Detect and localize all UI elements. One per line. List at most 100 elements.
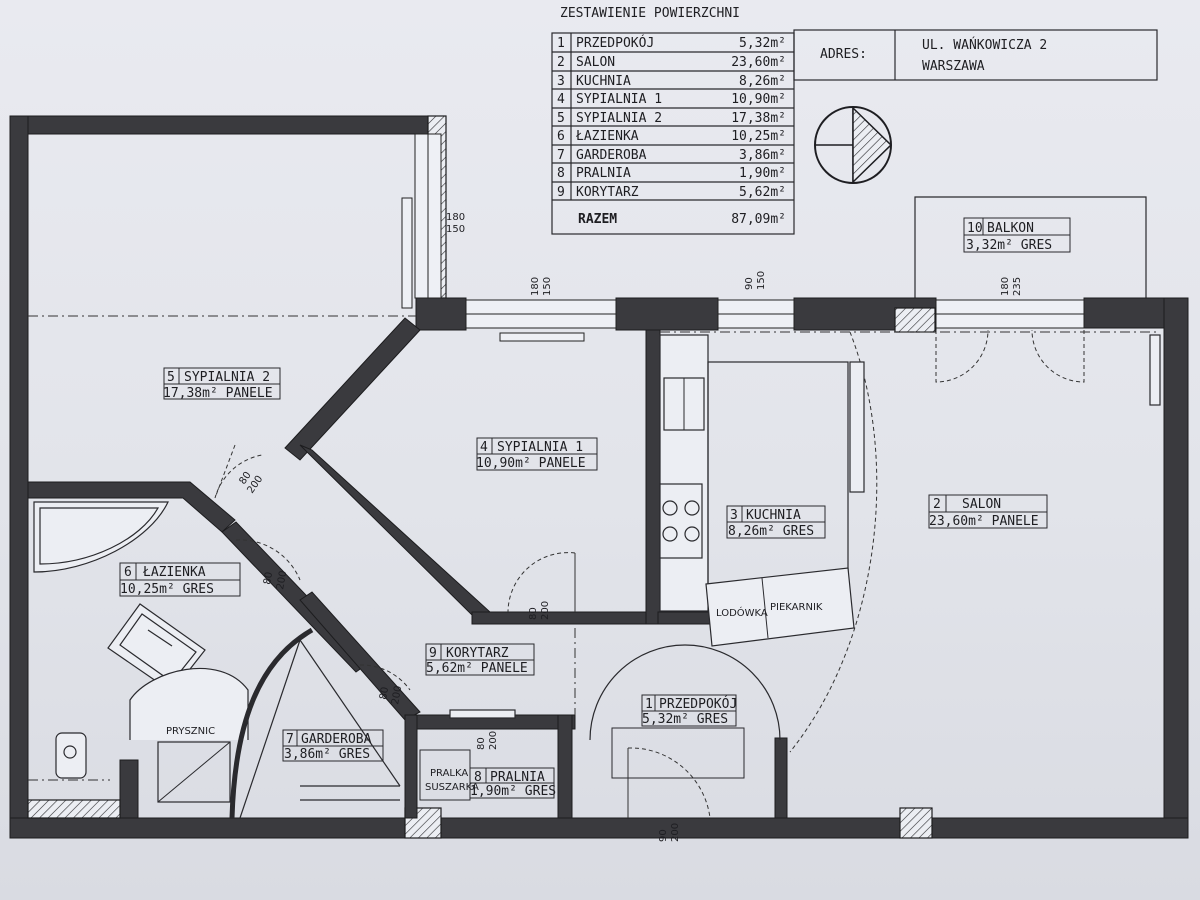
- room-label-hallway: 1 PRZEDPOKÓJ 5,32m² GRES: [641, 694, 737, 727]
- svg-text:23,60m² PANELE: 23,60m² PANELE: [929, 514, 1039, 529]
- dim-w-kitchen-b: 150: [756, 271, 767, 290]
- table-row-3-no: 3: [557, 74, 565, 89]
- table-row-3-name: KUCHNIA: [576, 74, 631, 89]
- washer-label-2: SUSZARKA: [425, 782, 479, 793]
- table-row-6-no: 6: [557, 129, 565, 144]
- room-label-kitchen: 3 KUCHNIA 8,26m² GRES: [726, 505, 826, 539]
- table-row-8-area: 1,90m²: [739, 166, 786, 181]
- svg-text:5,32m² GRES: 5,32m² GRES: [642, 712, 728, 727]
- address-line1: UL. WAŃKOWICZA 2: [922, 37, 1047, 53]
- shower: PRYSZNIC: [129, 667, 249, 803]
- dim-d-laundry-b: 200: [488, 731, 499, 750]
- svg-text:ŁAZIENKA: ŁAZIENKA: [142, 565, 206, 580]
- table-row-4-no: 4: [557, 92, 565, 107]
- table-row-8-name: PRALNIA: [576, 166, 631, 181]
- room-label-bathroom: 6 ŁAZIENKA 10,25m² GRES: [119, 562, 241, 597]
- table-row-9-name: KORYTARZ: [576, 185, 639, 200]
- svg-text:PRALNIA: PRALNIA: [490, 770, 545, 785]
- svg-text:5,62m² PANELE: 5,62m² PANELE: [426, 661, 528, 676]
- toilet: [55, 732, 87, 779]
- svg-text:10,25m² GRES: 10,25m² GRES: [120, 582, 214, 597]
- svg-text:SALON: SALON: [962, 497, 1001, 512]
- windows: [401, 133, 1085, 342]
- dim-w-kitchen-a: 90: [744, 277, 755, 290]
- fridge-label: LODÓWKA: [716, 606, 768, 619]
- table-row-7-area: 3,86m²: [739, 148, 786, 163]
- svg-text:8,26m² GRES: 8,26m² GRES: [728, 524, 814, 539]
- table-row-5-name: SYPIALNIA 2: [576, 111, 662, 126]
- wardrobe-shelving: [239, 639, 401, 819]
- svg-text:3,86m² GRES: 3,86m² GRES: [284, 747, 370, 762]
- area-table-rows: 1 PRZEDPOKÓJ 5,32m² 2 SALON 23,60m² 3 KU…: [552, 35, 794, 200]
- dim-d-wardrobe-a: 80: [378, 686, 391, 700]
- table-row-2-name: SALON: [576, 55, 615, 70]
- shower-glass: [229, 627, 314, 819]
- oven-label: PIEKARNIK: [770, 602, 823, 613]
- kitchen-counter: [659, 334, 865, 612]
- address-box: ADRES: UL. WAŃKOWICZA 2 WARSZAWA: [793, 29, 1158, 81]
- svg-text:2: 2: [933, 497, 941, 512]
- table-row-8-no: 8: [557, 166, 565, 181]
- shower-label: PRYSZNIC: [166, 726, 215, 737]
- dim-w-bed1-b: 150: [542, 277, 553, 296]
- area-table-frame: [551, 32, 795, 235]
- room-10-name: BALKON: [987, 221, 1034, 236]
- svg-text:1,90m² GRES: 1,90m² GRES: [470, 784, 556, 799]
- svg-text:KORYTARZ: KORYTARZ: [446, 646, 509, 661]
- svg-text:5: 5: [167, 370, 175, 385]
- svg-text:17,38m² PANELE: 17,38m² PANELE: [163, 386, 273, 401]
- room-label-living-room: 2 SALON 23,60m² PANELE: [928, 494, 1048, 529]
- table-row-9-area: 5,62m²: [739, 185, 786, 200]
- balcony: 10 BALKON 3,32m² GRES: [914, 196, 1147, 298]
- table-row-4-area: 10,90m²: [731, 92, 786, 107]
- dim-w-bed2-a: 180: [446, 212, 465, 223]
- address-label: ADRES:: [820, 47, 867, 62]
- dim-d-bath-b: 200: [275, 570, 289, 591]
- table-row-4-name: SYPIALNIA 1: [576, 92, 662, 107]
- dim-d-entry-b: 200: [670, 823, 681, 842]
- walls: [9, 115, 1189, 839]
- table-row-1-name: PRZEDPOKÓJ: [576, 35, 654, 51]
- room-label-bedroom-1: 4 SYPIALNIA 1 10,90m² PANELE: [476, 437, 598, 471]
- svg-text:SYPIALNIA 2: SYPIALNIA 2: [184, 370, 270, 385]
- svg-text:4: 4: [480, 440, 488, 455]
- area-table-title: ZESTAWIENIE POWIERZCHNI: [560, 6, 740, 21]
- dimension-labels: 180 150 180 150 90 150 180 235 80 200 80…: [237, 212, 1023, 842]
- room-label-corridor: 9 KORYTARZ 5,62m² PANELE: [425, 643, 535, 676]
- north-arrow-icon: [814, 106, 893, 184]
- svg-text:GARDEROBA: GARDEROBA: [301, 732, 372, 747]
- table-row-9-no: 9: [557, 185, 565, 200]
- doors: [214, 329, 1085, 819]
- hall-cabinet: [611, 727, 745, 779]
- table-row-7-name: GARDEROBA: [576, 148, 647, 163]
- svg-text:6: 6: [124, 565, 132, 580]
- dim-d-bed1-a: 80: [528, 607, 539, 620]
- svg-text:PRZEDPOKÓJ: PRZEDPOKÓJ: [659, 696, 737, 712]
- dim-w-bed1-a: 180: [530, 277, 541, 296]
- table-total-label: RAZEM: [578, 212, 617, 227]
- table-row-2-no: 2: [557, 55, 565, 70]
- table-row-1-no: 1: [557, 36, 565, 51]
- dim-w-bed2-b: 150: [446, 224, 465, 235]
- table-row-2-area: 23,60m²: [731, 55, 786, 70]
- room-label-laundry: 8 PRALNIA 1,90m² GRES: [469, 767, 556, 799]
- appliance-block: LODÓWKA PIEKARNIK: [705, 567, 855, 647]
- svg-text:1: 1: [645, 697, 653, 712]
- ceiling-lines: [28, 315, 1160, 781]
- svg-text:3: 3: [730, 508, 738, 523]
- table-row-5-no: 5: [557, 111, 565, 126]
- dim-w-balcony-a: 180: [1000, 277, 1011, 296]
- svg-text:SYPIALNIA 1: SYPIALNIA 1: [497, 440, 583, 455]
- dim-d-laundry-a: 80: [476, 737, 487, 750]
- washer-label-1: PRALKA: [430, 768, 468, 779]
- area-table: ZESTAWIENIE POWIERZCHNI 1 PRZEDPOKÓJ 5,3…: [551, 6, 795, 235]
- svg-text:10,90m² PANELE: 10,90m² PANELE: [476, 456, 586, 471]
- address-line2: WARSZAWA: [922, 59, 985, 74]
- room-10-detail: 3,32m² GRES: [966, 238, 1052, 253]
- svg-text:9: 9: [429, 646, 437, 661]
- table-row-7-no: 7: [557, 148, 565, 163]
- dim-d-bed1-b: 200: [540, 601, 551, 620]
- bathtub: [33, 501, 169, 573]
